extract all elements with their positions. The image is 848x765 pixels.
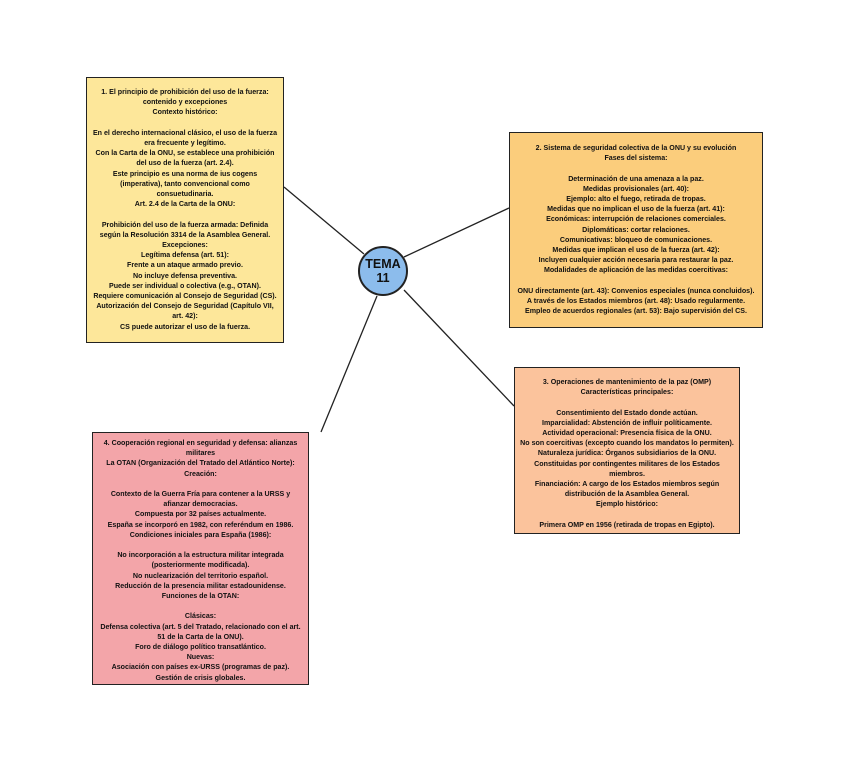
node-text-line: Condiciones iniciales para España (1986)…	[129, 530, 272, 539]
node-text-line: Incluyen cualquier acción necesaria para…	[538, 256, 734, 265]
node-text-line	[91, 209, 279, 219]
node-text-line: Determinación de una amenaza a la paz.	[568, 174, 704, 183]
node-text-line: Ejemplo histórico:	[596, 500, 658, 509]
node-text-line: 51 de la Carta de la ONU).	[157, 632, 244, 641]
node-text-line	[519, 397, 735, 407]
node-text-line: CS puede autorizar el uso de la fuerza.	[119, 322, 251, 331]
node-text-line: Medidas que no implican el uso de la fue…	[547, 205, 725, 214]
node-text-line: Modalidades de aplicación de las medidas…	[543, 266, 729, 275]
node-text-line: Requiere comunicación al Consejo de Segu…	[93, 292, 277, 301]
node-text-line	[97, 479, 304, 489]
node-text-line: Empleo de acuerdos regionales (art. 53):…	[525, 307, 747, 316]
node-text-line	[514, 163, 758, 173]
node-text-line: Medidas provisionales (art. 40):	[582, 184, 690, 193]
node-text-line	[519, 510, 735, 520]
node-text-line: Asociación con países ex-URSS (programas…	[111, 663, 290, 672]
central-topic-node: TEMA 11	[358, 246, 408, 296]
node-text-line: Puede ser individual o colectiva (e.g., …	[108, 281, 262, 290]
node-text-line: No incluye defensa preventiva.	[132, 271, 238, 280]
node-text-line: Contexto de la Guerra Fría para contener…	[110, 490, 291, 498]
node-text-line: España se incorporó en 1982, con referén…	[107, 520, 294, 529]
node-text-line: A través de los Estados miembros (art. 4…	[526, 297, 746, 306]
node-text-line: Diplomáticas: cortar relaciones.	[582, 225, 690, 234]
node-text-line: Económicas: interrupción de relaciones c…	[546, 215, 726, 224]
node-text-line: consuetudinaria.	[156, 190, 214, 199]
node-title: 2. Sistema de seguridad colectiva de la …	[535, 144, 737, 152]
node-text-line: Constituidas por contingentes militares …	[534, 459, 720, 468]
node-text-line	[97, 540, 304, 550]
node-text-line: según la Resolución 3314 de la Asamblea …	[99, 230, 271, 239]
node-text-line: No nuclearización del territorio español…	[132, 571, 269, 580]
node-text-line	[91, 118, 279, 128]
node-text-line: Financiación: A cargo de los Estados mie…	[534, 480, 720, 489]
node-text-line: Naturaleza jurídica: Órganos subsidiario…	[537, 449, 717, 458]
node-text-line: era frecuente y legítimo.	[144, 139, 226, 147]
topic-node-2: 2. Sistema de seguridad colectiva de la …	[509, 132, 763, 328]
topic-node-3: 3. Operaciones de mantenimiento de la pa…	[514, 367, 740, 534]
node-text-line: La OTAN (Organización del Tratado del At…	[106, 459, 295, 468]
node-title: 1. El principio de prohibición del uso d…	[101, 88, 269, 96]
node-text-line: Prohibición del uso de la fuerza armada:…	[101, 220, 269, 229]
node-text-line: Clásicas:	[184, 612, 217, 621]
central-topic-number: 11	[376, 271, 390, 285]
node-text-line: Nuevas:	[186, 653, 215, 662]
node-text-line: Defensa colectiva (art. 5 del Tratado, r…	[100, 622, 301, 631]
node-text-line: ONU directamente (art. 43): Convenios es…	[517, 286, 755, 295]
node-text-line: Art. 2.4 de la Carta de la ONU:	[134, 200, 236, 209]
node-text-line: (imperativa), tanto convencional como	[120, 179, 250, 188]
node-text-line: Autorización del Consejo de Seguridad (C…	[96, 302, 274, 311]
connector-node-2	[403, 207, 510, 258]
node-text-line: Foro de diálogo político transatlántico.	[135, 643, 266, 652]
node-text-line: militares	[185, 449, 216, 458]
node-text-line: Funciones de la OTAN:	[161, 592, 240, 601]
node-text-line: Gestión de crisis globales.	[155, 673, 246, 682]
connector-node-3	[403, 289, 515, 407]
node-text-line: Características principales:	[580, 388, 674, 397]
node-text-line: Comunicativas: bloqueo de comunicaciones…	[559, 235, 713, 244]
node-text-line: Reducción de la presencia militar estado…	[115, 581, 286, 590]
node-text-line: distribución de la Asamblea General.	[564, 490, 690, 499]
node-text-line: Contexto histórico:	[152, 108, 218, 117]
node-text-line: Consentimiento del Estado donde actúan.	[556, 408, 698, 417]
node-text-line: afianzar democracias.	[163, 500, 238, 509]
node-text-line	[514, 276, 758, 286]
node-text-line: No son coercitivas (excepto cuando los m…	[520, 439, 734, 448]
node-text-line: miembros.	[609, 469, 645, 478]
node-text-line: No incorporación a la estructura militar…	[117, 551, 284, 560]
node-text-line: Ejemplo: alto el fuego, retirada de trop…	[566, 195, 706, 203]
node-text-line: Con la Carta de la ONU, se establece una…	[95, 149, 275, 158]
central-topic-label: TEMA	[365, 257, 401, 271]
node-text-line: Fases del sistema:	[604, 154, 668, 163]
node-text-line: del uso de la fuerza (art. 2.4).	[136, 159, 234, 168]
topic-node-1: 1. El principio de prohibición del uso d…	[86, 77, 284, 343]
node-text-line: Actividad operacional: Presencia física …	[542, 429, 712, 437]
node-text-line: Frente a un ataque armado previo.	[127, 261, 243, 270]
node-text-line: (posteriormente modificada).	[151, 561, 250, 570]
node-text-line: Excepciones:	[162, 241, 208, 250]
node-title: 4. Cooperación regional en seguridad y d…	[103, 439, 298, 447]
node-text-line: En el derecho internacional clásico, el …	[92, 128, 278, 137]
node-text-line: Creación:	[184, 469, 217, 478]
node-text-line: Imparcialidad: Abstención de influir pol…	[541, 418, 712, 427]
node-text-line: art. 42):	[172, 312, 198, 321]
node-text-line: Este principio es una norma de ius cogen…	[112, 169, 258, 178]
connector-node-1	[283, 186, 365, 255]
node-text-line: Legítima defensa (art. 51):	[141, 251, 229, 260]
connector-node-4	[320, 295, 378, 433]
node-title: 3. Operaciones de mantenimiento de la pa…	[542, 378, 712, 386]
node-text-line	[97, 601, 304, 611]
node-text-line: Primera OMP en 1956 (retirada de tropas …	[539, 520, 715, 529]
topic-node-4: 4. Cooperación regional en seguridad y d…	[92, 432, 309, 685]
node-text-line: Compuesta por 32 países actualmente.	[134, 510, 267, 519]
node-text-line: Medidas que implican el uso de la fuerza…	[552, 246, 720, 255]
node-text-line: contenido y excepciones	[142, 98, 228, 107]
